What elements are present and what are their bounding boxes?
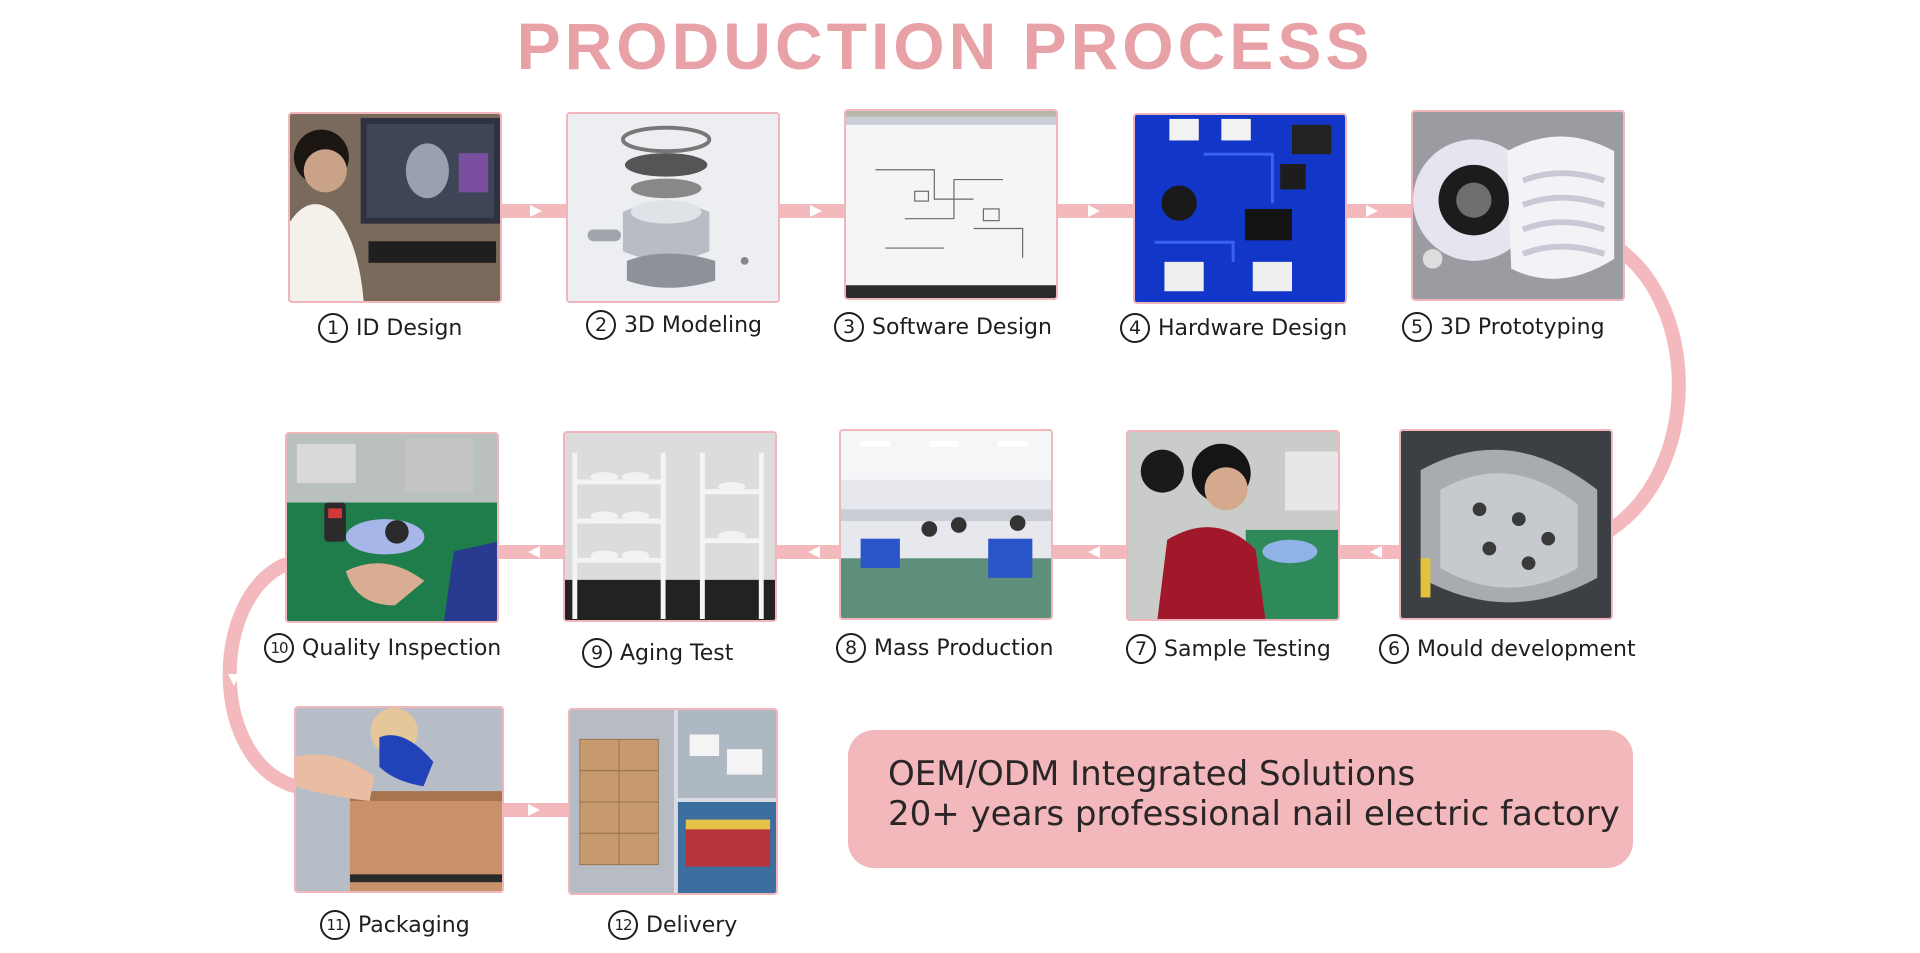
banner-line-2: 20+ years professional nail electric fac… bbox=[888, 794, 1620, 834]
designer-at-computer-icon bbox=[288, 112, 502, 303]
prototype-device-icon bbox=[1411, 110, 1625, 301]
step-number: 1 bbox=[318, 313, 348, 343]
exploded-3d-model-icon bbox=[566, 112, 780, 303]
circuit-schematic-screen-icon bbox=[844, 109, 1058, 300]
inspection-bench-icon bbox=[285, 432, 499, 623]
step-number: 9 bbox=[582, 638, 612, 668]
step-label: 3D Prototyping bbox=[1440, 314, 1605, 340]
factory-floor-icon bbox=[839, 429, 1053, 620]
step-number: 3 bbox=[834, 312, 864, 342]
step-label: Aging Test bbox=[620, 640, 734, 666]
step-number: 6 bbox=[1379, 634, 1409, 664]
banner-line-1: OEM/ODM Integrated Solutions bbox=[888, 754, 1416, 794]
page-title: PRODUCTION PROCESS bbox=[516, 9, 1374, 83]
step-number: 8 bbox=[836, 633, 866, 663]
technician-testing-icon bbox=[1126, 430, 1340, 621]
step-label: Delivery bbox=[646, 912, 738, 938]
tape-dispenser-box-icon bbox=[294, 706, 504, 893]
oem-banner: OEM/ODM Integrated Solutions 20+ years p… bbox=[848, 730, 1633, 868]
step-label: Mass Production bbox=[874, 635, 1054, 661]
step-label: Sample Testing bbox=[1164, 636, 1331, 662]
step-label: 3D Modeling bbox=[624, 312, 763, 338]
step-label: Mould development bbox=[1417, 636, 1636, 662]
step-label: Quality Inspection bbox=[302, 635, 502, 661]
step-number: 10 bbox=[264, 633, 294, 663]
blue-pcb-board-icon bbox=[1133, 113, 1347, 304]
step-number: 12 bbox=[608, 910, 638, 940]
step-number: 11 bbox=[320, 910, 350, 940]
step-number: 5 bbox=[1402, 312, 1432, 342]
step-label: ID Design bbox=[356, 315, 463, 341]
step-label: Software Design bbox=[872, 314, 1052, 340]
step-label: Hardware Design bbox=[1158, 315, 1348, 341]
metal-mould-icon bbox=[1399, 429, 1613, 620]
step-label: Packaging bbox=[358, 912, 470, 938]
step-number: 7 bbox=[1126, 634, 1156, 664]
step-number: 2 bbox=[586, 310, 616, 340]
aging-test-racks-icon bbox=[563, 431, 777, 622]
step-number: 4 bbox=[1120, 313, 1150, 343]
boxes-trucks-ship-icon bbox=[568, 708, 778, 895]
